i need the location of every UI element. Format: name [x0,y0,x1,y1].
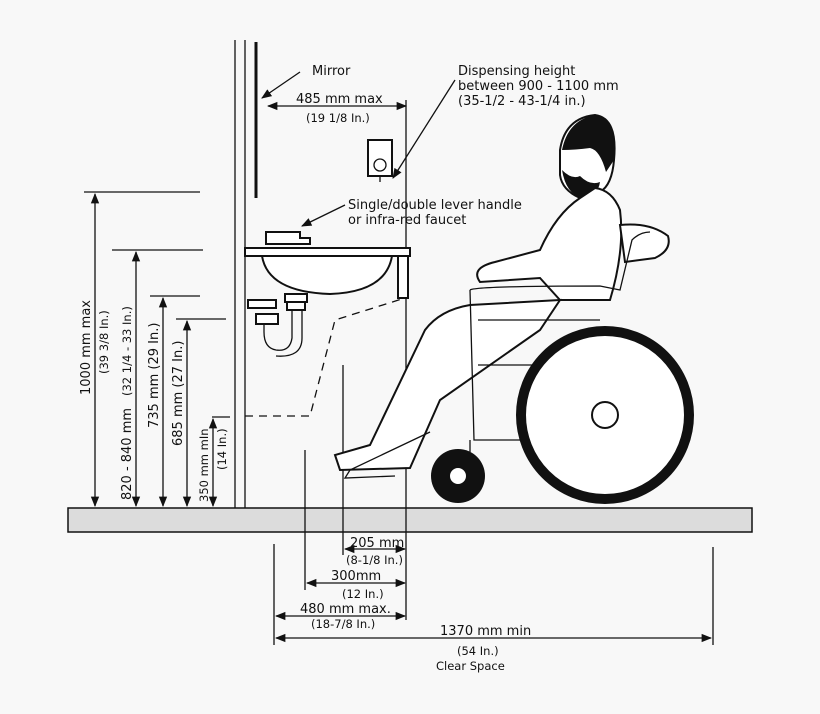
floor [67,507,753,533]
faucet-label-2: or infra-red faucet [348,213,466,228]
dim-820-840-in: (32 1/4 - 33 In.) [120,306,134,396]
dim-820-840-mm: 820 - 840 mm [120,408,135,500]
dim-300-in: (12 In.) [342,587,384,601]
mirror-width-label: 485 mm max [296,92,383,107]
mirror-width-inches: (19 1/8 In.) [306,111,370,125]
dim-480-mm: 480 mm max. [300,602,391,617]
dim-350-in: (14 In.) [215,428,229,470]
dim-350-mm: 350 mm mIn [197,428,211,502]
wall [234,40,246,508]
dispensing-label-3: (35-1/2 - 43-1/4 in.) [458,94,586,109]
dim-205-in: (8-1/8 In.) [346,553,403,567]
dim-1370-mm: 1370 mm min [440,624,531,639]
wheelchair [343,231,694,504]
wheelchair-user [333,113,670,472]
horizontal-dimensions [273,544,714,645]
faucet-label-1: Single/double lever handle [348,198,522,213]
dim-1000-mm: 1000 mm max [79,300,94,395]
dispensing-label-1: Dispensing height [458,64,575,79]
dim-735: 735 mm (29 In.) [147,323,162,428]
dim-1000-in: (39 3/8 In.) [97,310,111,374]
clear-space-label: Clear Space [436,659,505,673]
dim-480-in: (18-7/8 In.) [311,617,375,631]
dim-685: 685 mm (27 In.) [171,341,186,446]
dim-300-mm: 300mm [331,569,381,584]
dim-205-mm: 205 mm [350,536,404,551]
soap-dispenser [367,139,393,182]
dim-1370-in: (54 In.) [457,644,499,658]
vertical-dimensions [84,191,230,508]
sink [244,231,411,357]
mirror-label: Mirror [312,64,351,79]
dispensing-label-2: between 900 - 1100 mm [458,79,619,94]
